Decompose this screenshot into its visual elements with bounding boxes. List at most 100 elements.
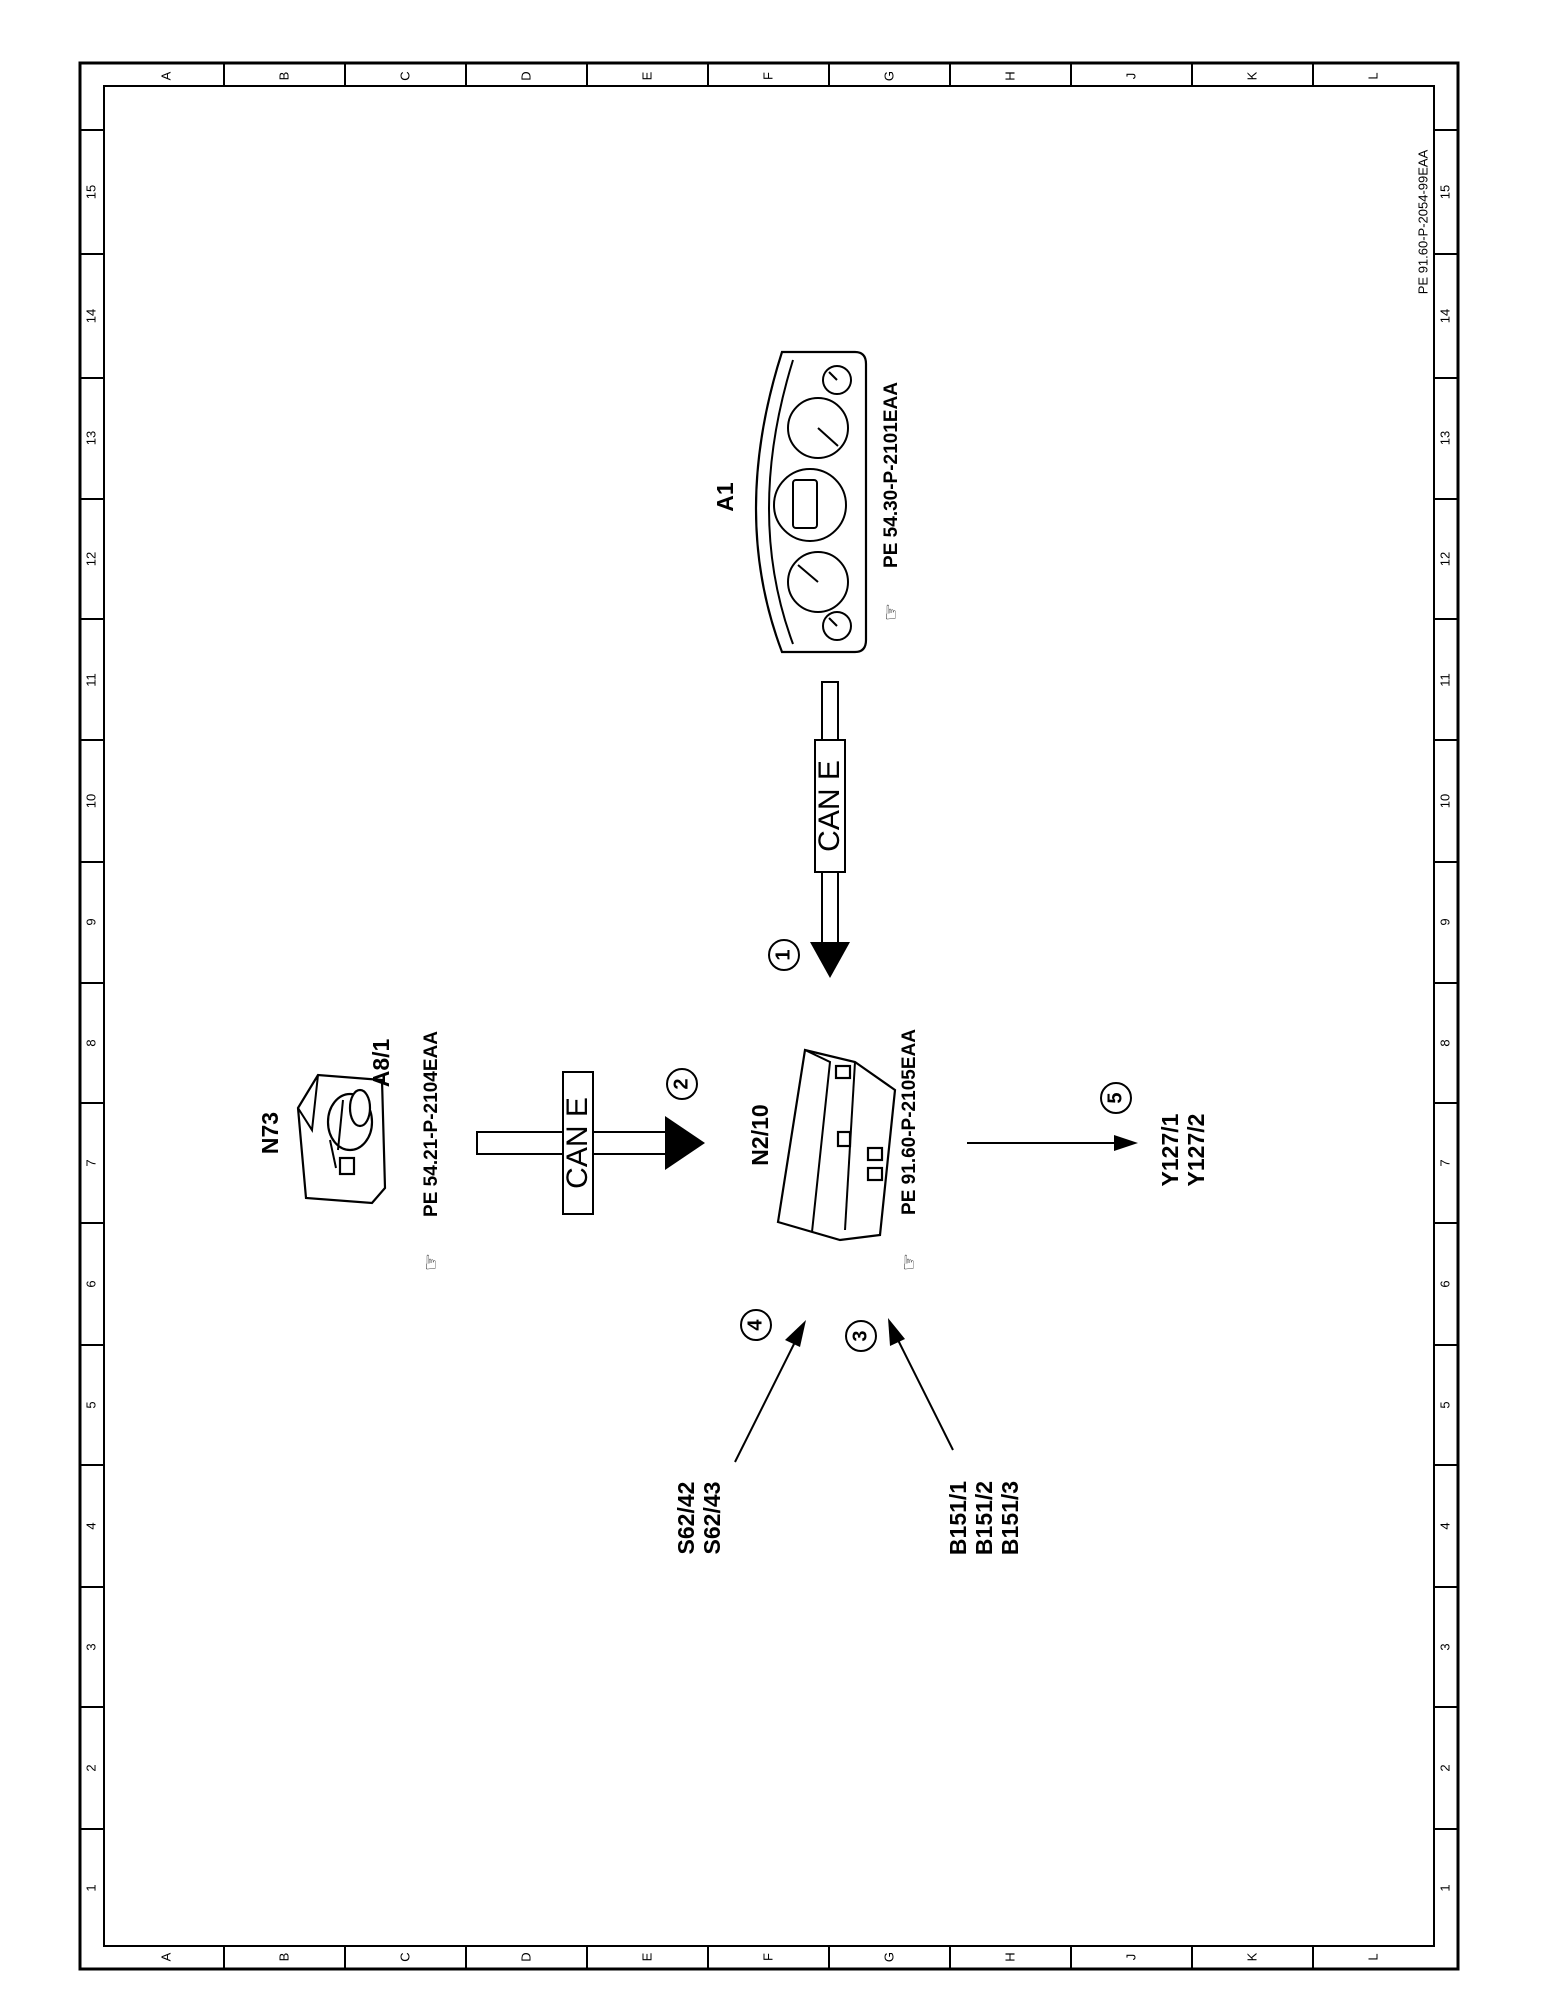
label-s62-43: S62/43 bbox=[699, 1482, 725, 1555]
zone-letter-g-bottom: G bbox=[881, 1952, 896, 1962]
callout-4: 4 bbox=[740, 1309, 772, 1341]
can-bus-horizontal-tag bbox=[562, 1071, 594, 1215]
cluster-housing-inner bbox=[768, 359, 794, 645]
connector-4-icon bbox=[836, 1130, 852, 1148]
can-bus-vertical-label: CAN E bbox=[813, 760, 846, 852]
zone-number-15-left: 15 bbox=[83, 185, 98, 199]
ref-n2-10: ☞ PE 91.60-P-2105EAA bbox=[898, 1029, 920, 1271]
key-head-icon bbox=[348, 1088, 372, 1128]
zone-letter-j-bottom: J bbox=[1123, 1954, 1138, 1961]
zone-number-8-left: 8 bbox=[83, 1039, 98, 1046]
zone-number-13-left: 13 bbox=[83, 431, 98, 445]
zone-number-11-left: 11 bbox=[83, 673, 98, 687]
zone-letter-e-top: E bbox=[639, 71, 654, 80]
zone-letter-d-bottom: D bbox=[518, 1952, 533, 1961]
switch-body-edge bbox=[297, 1074, 319, 1133]
zone-letter-k-bottom: K bbox=[1244, 1952, 1259, 1961]
zone-letter-c-top: C bbox=[397, 71, 412, 80]
drawing-code: PE 91.60-P-2054-99EAA bbox=[1415, 149, 1430, 294]
zone-letter-b-top: B bbox=[276, 72, 291, 81]
zone-number-3-left: 3 bbox=[83, 1643, 98, 1650]
label-y127-2: Y127/2 bbox=[1183, 1114, 1209, 1187]
zone-number-6-left: 6 bbox=[83, 1280, 98, 1287]
callout-1: 1 bbox=[768, 939, 800, 971]
zone-number-2-left: 2 bbox=[83, 1764, 98, 1771]
cluster-housing bbox=[754, 350, 868, 654]
label-a8-1: A8/1 bbox=[368, 1039, 394, 1088]
zone-letter-h-top: H bbox=[1002, 71, 1017, 80]
switch-tab bbox=[338, 1156, 356, 1176]
ref-n2-10-text: PE 91.60-P-2105EAA bbox=[899, 1029, 920, 1215]
can-bus-horizontal: CAN E bbox=[476, 1071, 705, 1215]
gauge-small-top-needle bbox=[828, 371, 838, 381]
zone-letters: A B C D E F G H J K L A B C D E F G H J … bbox=[158, 71, 1380, 1962]
zone-number-12-right: 12 bbox=[1437, 552, 1452, 566]
zone-letter-d-top: D bbox=[518, 71, 533, 80]
connector-2-icon bbox=[866, 1146, 884, 1162]
zone-letter-j-top: J bbox=[1123, 73, 1138, 80]
can-bus-vertical-tag bbox=[814, 739, 846, 873]
svg-text:2: 2 bbox=[670, 1078, 692, 1089]
zone-number-14-right: 14 bbox=[1437, 309, 1452, 323]
connector-3-icon bbox=[866, 1166, 884, 1182]
zone-number-3-right: 3 bbox=[1437, 1643, 1452, 1650]
pointing-hand-icon: ☞ bbox=[898, 1253, 920, 1271]
instrument-cluster-a1 bbox=[754, 350, 868, 654]
zone-letter-e-bottom: E bbox=[639, 1952, 654, 1961]
zone-number-15-right: 15 bbox=[1437, 185, 1452, 199]
zone-letter-h-bottom: H bbox=[1002, 1952, 1017, 1961]
zone-ticks-numbers bbox=[80, 129, 1458, 1830]
zone-letter-c-bottom: C bbox=[397, 1952, 412, 1961]
can-bus-vertical: CAN E bbox=[810, 681, 850, 978]
zone-number-5-left: 5 bbox=[83, 1401, 98, 1408]
input-arrow-b151 bbox=[888, 1318, 954, 1451]
label-b151-1: B151/1 bbox=[945, 1481, 971, 1555]
zone-letter-g-top: G bbox=[881, 71, 896, 81]
key-line-2 bbox=[329, 1139, 337, 1169]
zone-letter-f-bottom: F bbox=[760, 1953, 775, 1961]
zone-letter-f-top: F bbox=[760, 72, 775, 80]
label-y127: Y127/1 Y127/2 bbox=[1157, 1113, 1209, 1186]
svg-text:5: 5 bbox=[1104, 1092, 1126, 1103]
control-unit-top-face bbox=[804, 1049, 832, 1233]
ref-a1-text: PE 54.30-P-2101EAA bbox=[881, 382, 902, 568]
zone-number-7-right: 7 bbox=[1437, 1159, 1452, 1166]
can-bus-vertical-arrowhead bbox=[810, 942, 850, 978]
ignition-switch-n73 bbox=[296, 1073, 387, 1205]
zone-number-9-left: 9 bbox=[83, 918, 98, 925]
zone-letter-l-bottom: L bbox=[1365, 1953, 1380, 1960]
output-arrow-y127 bbox=[967, 1135, 1138, 1151]
zone-number-2-right: 2 bbox=[1437, 1764, 1452, 1771]
zone-number-1-right: 1 bbox=[1437, 1884, 1452, 1891]
zone-numbers: 15 14 13 12 11 10 9 8 7 6 5 4 3 2 1 15 1… bbox=[83, 185, 1452, 1892]
gauge-center-icon bbox=[773, 468, 847, 542]
can-bus-horizontal-arrowhead bbox=[665, 1116, 705, 1170]
label-b151-2: B151/2 bbox=[971, 1481, 997, 1555]
zone-number-5-right: 5 bbox=[1437, 1401, 1452, 1408]
gauge-small-bottom-icon bbox=[822, 611, 852, 641]
svg-text:1: 1 bbox=[772, 949, 794, 960]
pointing-hand-icon: ☞ bbox=[880, 603, 902, 621]
label-b151-3: B151/3 bbox=[997, 1481, 1023, 1555]
zone-number-6-right: 6 bbox=[1437, 1280, 1452, 1287]
zone-number-10-right: 10 bbox=[1437, 794, 1452, 808]
label-s62: S62/42 S62/43 bbox=[673, 1482, 725, 1555]
zone-letter-a-top: A bbox=[158, 71, 173, 80]
zone-number-11-right: 11 bbox=[1437, 673, 1452, 687]
can-bus-horizontal-label: CAN E bbox=[561, 1097, 594, 1189]
callout-2: 2 bbox=[666, 1068, 698, 1100]
zone-number-7-left: 7 bbox=[83, 1159, 98, 1166]
label-b151: B151/1 B151/2 B151/3 bbox=[945, 1481, 1023, 1555]
label-n73: N73 bbox=[257, 1112, 283, 1154]
zone-letter-b-bottom: B bbox=[276, 1953, 291, 1962]
gauge-left-needle bbox=[797, 564, 819, 583]
key-line-1 bbox=[337, 1099, 344, 1151]
svg-text:3: 3 bbox=[849, 1330, 871, 1341]
zone-number-10-left: 10 bbox=[83, 794, 98, 808]
gauge-right-icon bbox=[787, 397, 849, 459]
gauge-left-icon bbox=[787, 551, 849, 613]
gauge-center-display bbox=[792, 479, 818, 529]
gauge-small-bottom-needle bbox=[828, 617, 838, 627]
gauge-right-needle bbox=[817, 427, 839, 447]
callout-3: 3 bbox=[845, 1320, 877, 1352]
